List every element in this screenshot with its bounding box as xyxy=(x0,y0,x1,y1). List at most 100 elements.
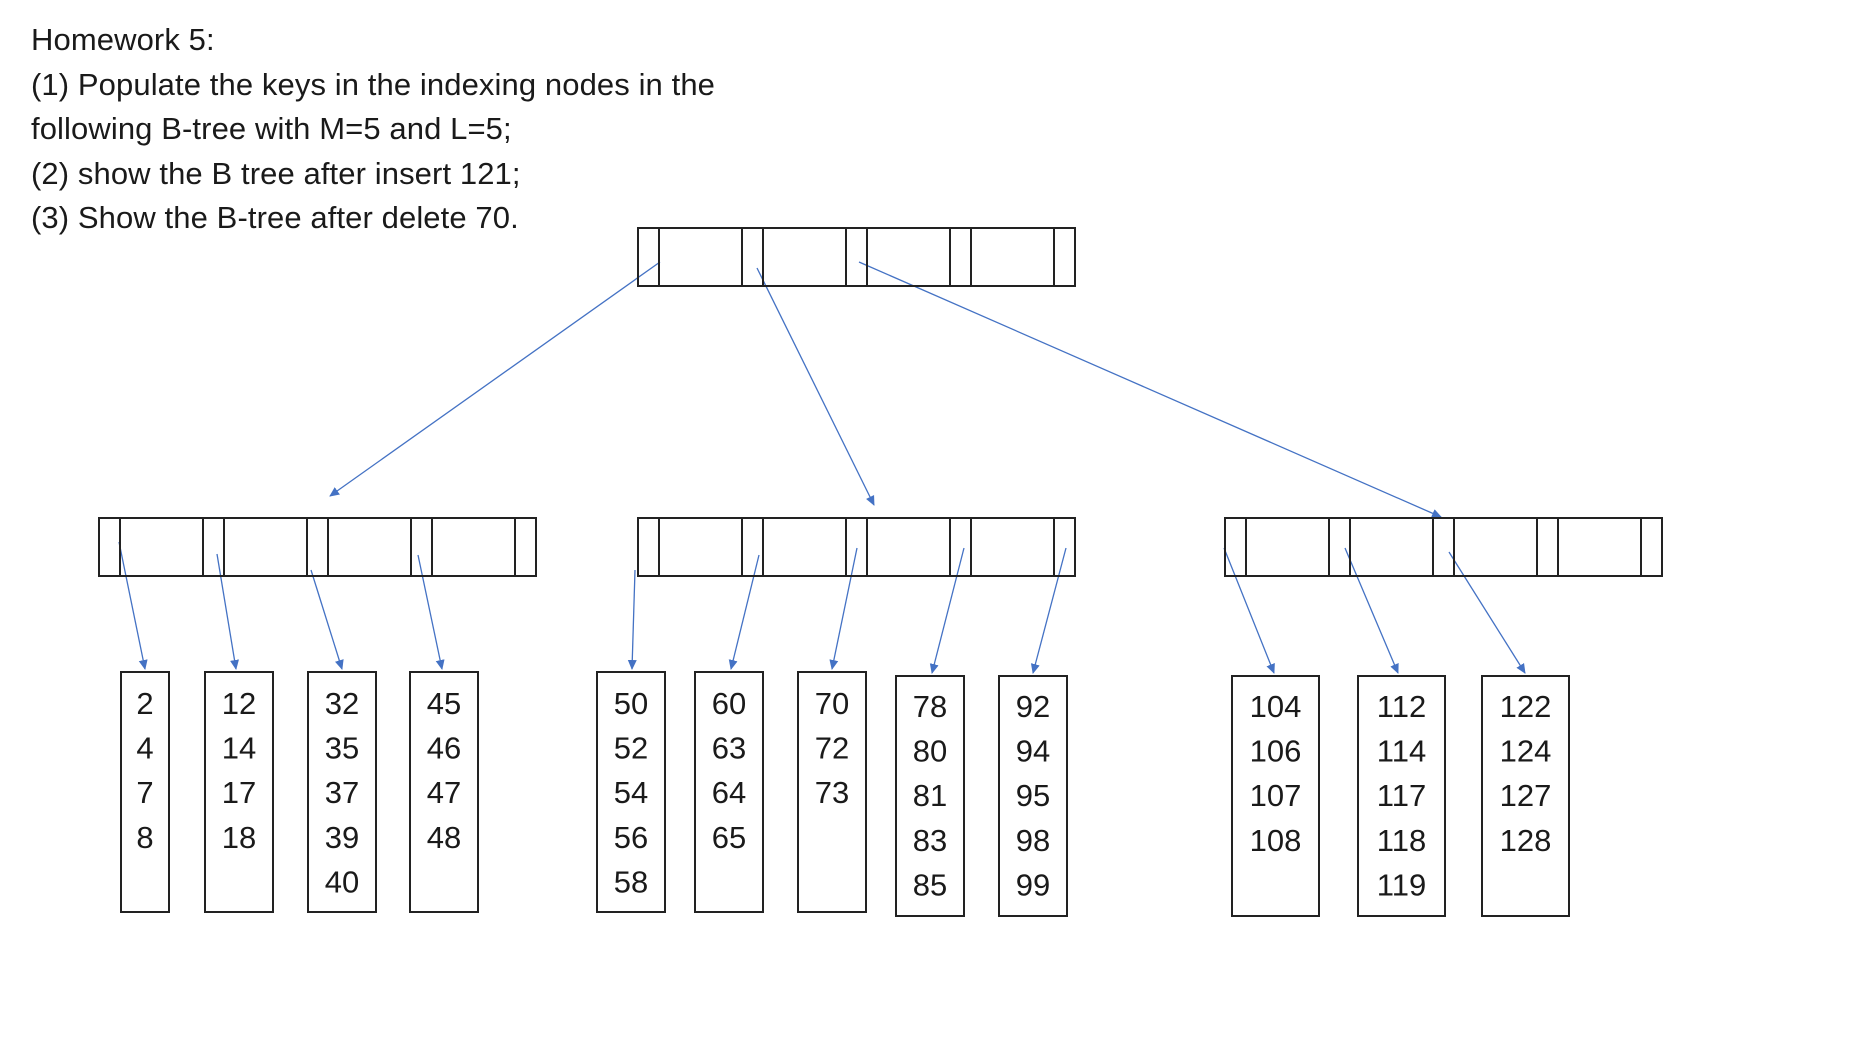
instruction-line-4: (3) Show the B-tree after delete 70. xyxy=(31,200,519,235)
leaf-key: 99 xyxy=(1016,867,1050,902)
homework-title: Homework 5: xyxy=(31,22,215,57)
leaf-key: 117 xyxy=(1377,778,1426,813)
leaf-key: 56 xyxy=(614,820,648,855)
leaf-key: 63 xyxy=(712,731,746,766)
leaf-key: 52 xyxy=(614,731,648,766)
internal-to-leaf-arrow xyxy=(216,553,239,670)
instructions: Homework 5: (1) Populate the keys in the… xyxy=(31,18,715,241)
leaf-frame xyxy=(596,671,666,913)
root-to-internal-arrow xyxy=(329,261,661,497)
leaf-node: 32 35 37 39 40 xyxy=(307,671,377,913)
leaf-frame xyxy=(1481,675,1570,917)
leaf-key: 64 xyxy=(712,775,746,810)
leaf-key: 128 xyxy=(1500,823,1552,858)
tree-edges xyxy=(118,261,1526,674)
root-to-internal-arrow xyxy=(756,267,875,506)
leaf-key: 107 xyxy=(1250,778,1302,813)
leaf-key: 78 xyxy=(913,689,947,724)
leaf-node: 104 106 107 108 xyxy=(1231,675,1320,917)
internal-to-leaf-arrow xyxy=(310,569,344,670)
leaf-key: 114 xyxy=(1377,734,1426,769)
leaf-key: 37 xyxy=(325,775,359,810)
leaf-key: 58 xyxy=(614,864,648,899)
leaf-node: 50 52 54 56 58 xyxy=(596,671,666,913)
instruction-line-2: following B-tree with M=5 and L=5; xyxy=(31,111,512,146)
leaf-key: 119 xyxy=(1377,867,1426,902)
leaf-key: 104 xyxy=(1250,689,1302,724)
leaf-key: 50 xyxy=(614,686,648,721)
leaf-key: 106 xyxy=(1250,734,1302,769)
leaf-key: 108 xyxy=(1250,823,1302,858)
leaf-frame xyxy=(895,675,965,917)
internal-to-leaf-arrow xyxy=(417,554,445,670)
internal-to-leaf-arrow xyxy=(929,547,965,674)
leaf-key: 98 xyxy=(1016,823,1050,858)
leaf-key: 39 xyxy=(325,820,359,855)
leaf-frame xyxy=(409,671,479,913)
leaf-frame xyxy=(998,675,1068,917)
leaf-key: 35 xyxy=(325,731,359,766)
index-node-frame xyxy=(637,517,1076,577)
internal-to-leaf-arrow xyxy=(1448,551,1526,674)
leaf-key: 72 xyxy=(815,731,849,766)
index-node-frame xyxy=(98,517,537,577)
leaf-key: 94 xyxy=(1016,734,1050,769)
index-node-frame xyxy=(637,227,1076,287)
leaf-key: 18 xyxy=(222,820,256,855)
index-nodes xyxy=(98,227,1663,577)
leaf-nodes: 2478121417183235373940454647485052545658… xyxy=(120,671,1570,917)
leaf-frame xyxy=(120,671,170,913)
leaf-key: 12 xyxy=(222,686,256,721)
leaf-frame xyxy=(1231,675,1320,917)
leaf-key: 17 xyxy=(222,775,256,810)
leaf-node: 70 72 73 xyxy=(797,671,867,913)
leaf-key: 40 xyxy=(325,864,359,899)
instruction-line-3: (2) show the B tree after insert 121; xyxy=(31,155,521,191)
leaf-key: 92 xyxy=(1016,689,1050,724)
leaf-frame xyxy=(1357,675,1446,917)
internal-to-leaf-arrow xyxy=(1223,547,1275,674)
leaf-frame xyxy=(307,671,377,913)
leaf-key: 60 xyxy=(712,686,746,721)
leaf-key: 4 xyxy=(136,731,153,766)
leaf-key: 47 xyxy=(427,775,461,810)
instruction-line-1: (1) Populate the keys in the indexing no… xyxy=(31,66,716,102)
leaf-key: 45 xyxy=(427,686,461,721)
leaf-key: 81 xyxy=(913,778,947,813)
leaf-node: 122 124 127 128 xyxy=(1481,675,1570,917)
internal-to-leaf-arrow xyxy=(627,569,637,670)
leaf-key: 127 xyxy=(1500,778,1552,813)
leaf-frame xyxy=(204,671,274,913)
leaf-frame xyxy=(694,671,764,913)
leaf-node: 12 14 17 18 xyxy=(204,671,274,913)
leaf-key: 32 xyxy=(325,686,359,721)
leaf-node: 60 63 64 65 xyxy=(694,671,764,913)
internal-middle xyxy=(637,517,1076,577)
leaf-key: 14 xyxy=(222,731,256,766)
index-node-frame xyxy=(1224,517,1663,577)
leaf-node: 92 94 95 98 99 xyxy=(998,675,1068,917)
leaf-key: 95 xyxy=(1016,778,1050,813)
leaf-key: 8 xyxy=(136,820,153,855)
leaf-key: 80 xyxy=(913,734,947,769)
leaf-key: 2 xyxy=(136,686,153,721)
internal-left xyxy=(98,517,537,577)
internal-to-leaf-arrow xyxy=(118,541,148,670)
root-to-internal-arrow xyxy=(858,261,1442,518)
leaf-key: 73 xyxy=(815,775,849,810)
leaf-key: 124 xyxy=(1500,734,1552,769)
leaf-key: 122 xyxy=(1500,689,1552,724)
leaf-key: 83 xyxy=(913,823,947,858)
leaf-key: 70 xyxy=(815,686,849,721)
leaf-key: 65 xyxy=(712,820,746,855)
leaf-key: 112 xyxy=(1377,689,1426,724)
leaf-frame xyxy=(797,671,867,913)
internal-right xyxy=(1224,517,1663,577)
internal-to-leaf-arrow xyxy=(1344,547,1399,674)
leaf-key: 54 xyxy=(614,775,648,810)
